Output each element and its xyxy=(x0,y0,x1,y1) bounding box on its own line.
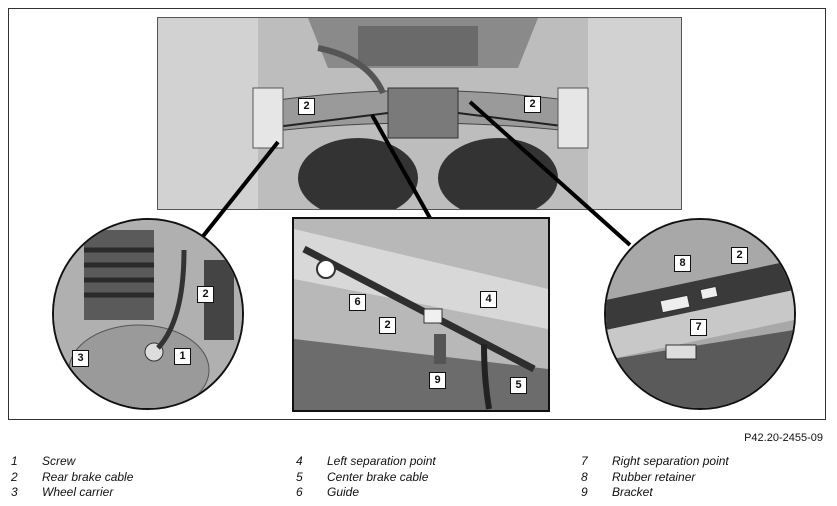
figure-reference: P42.20-2455-09 xyxy=(744,432,823,444)
callout-circle-left-b: 3 xyxy=(72,350,89,367)
callout-circle-right-a: 8 xyxy=(674,255,691,272)
callout-top-left: 2 xyxy=(298,98,315,115)
pointer-line-left xyxy=(198,140,280,242)
callout-circle-left-a: 2 xyxy=(197,286,214,303)
callout-center-a: 6 xyxy=(349,294,366,311)
callout-center-d: 9 xyxy=(429,372,446,389)
callout-circle-left-c: 1 xyxy=(174,348,191,365)
detail-center-drawing xyxy=(294,219,548,410)
pointer-line-center xyxy=(370,114,432,219)
callout-top-right: 2 xyxy=(524,96,541,113)
callout-center-b: 2 xyxy=(379,317,396,334)
callout-circle-right-c: 7 xyxy=(690,319,707,336)
detail-center-photo: 6 2 4 9 5 xyxy=(292,217,550,412)
detail-left-photo: 2 3 1 xyxy=(52,218,244,410)
callout-circle-right-b: 2 xyxy=(731,247,748,264)
detail-right-photo: 8 2 7 xyxy=(604,218,796,410)
pointer-line-right xyxy=(468,100,632,247)
callout-center-e: 5 xyxy=(510,377,527,394)
callout-center-c: 4 xyxy=(480,291,497,308)
overview-photo: 2 2 xyxy=(157,17,682,210)
detail-right-drawing xyxy=(606,220,794,408)
detail-left-drawing xyxy=(54,220,242,408)
